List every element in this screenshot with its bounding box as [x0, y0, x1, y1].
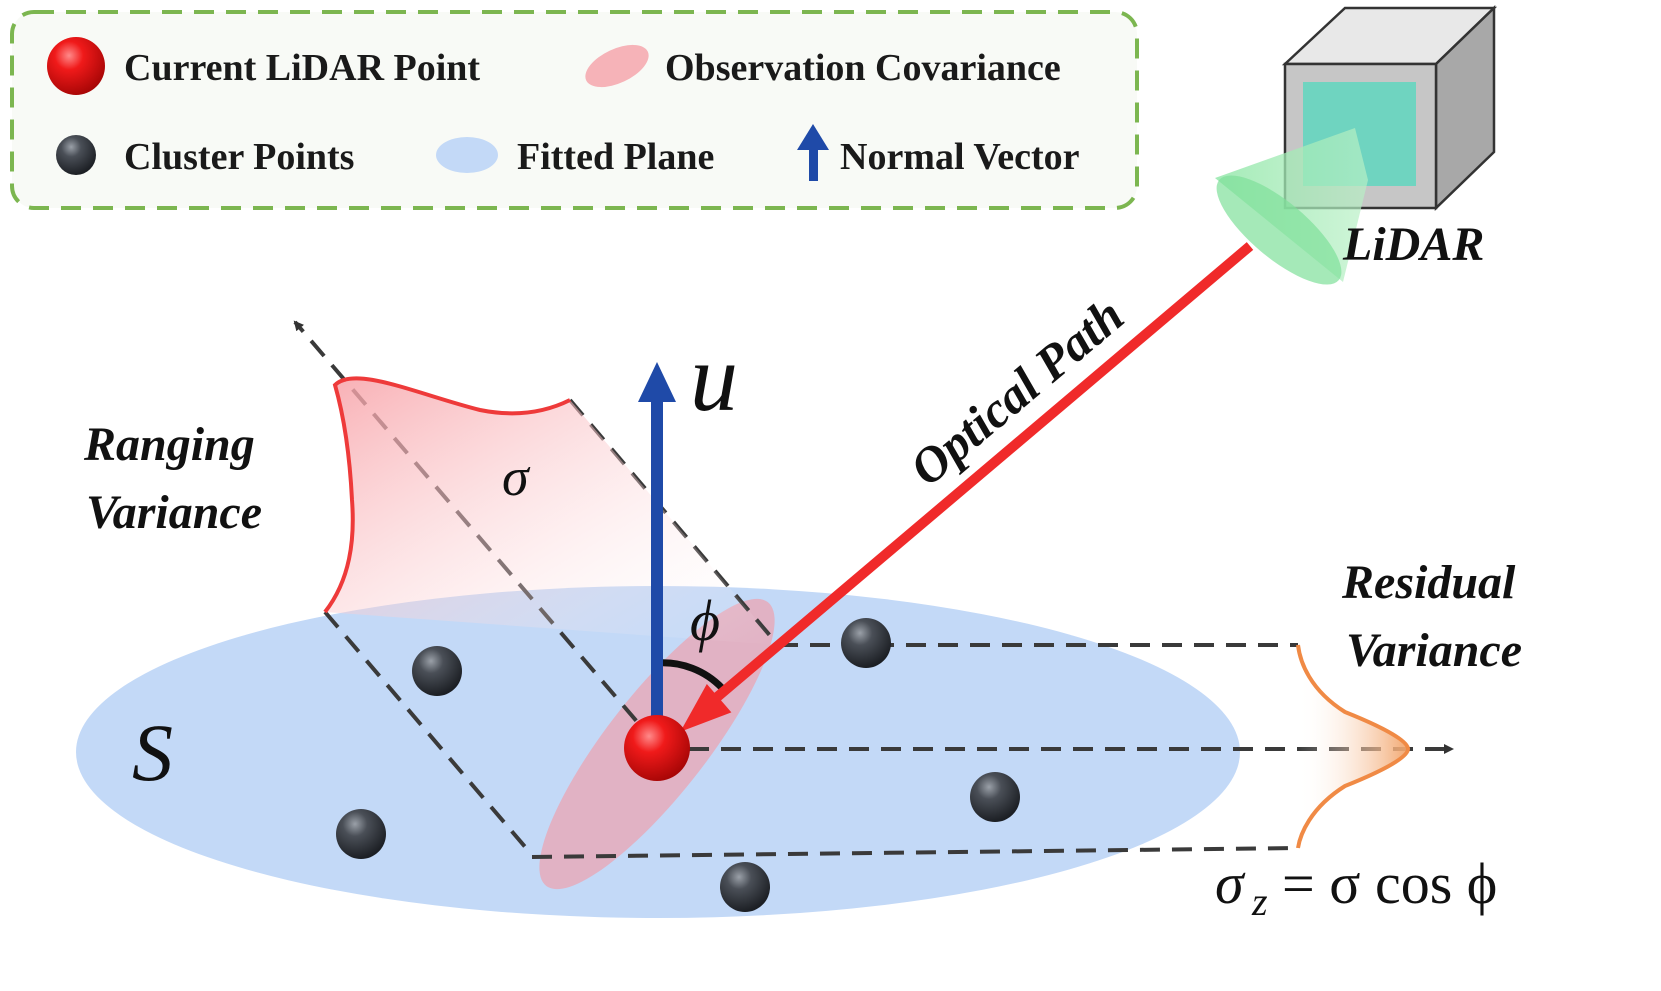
- legend: Current LiDAR Point Observation Covarian…: [10, 10, 1139, 210]
- legend-label-cluster-points: Cluster Points: [124, 136, 354, 178]
- ranging-curve-fill: [325, 378, 778, 645]
- cluster-point: [336, 809, 386, 859]
- lidar-label: LiDAR: [1342, 218, 1484, 271]
- optical-path-label: Optical Path: [899, 287, 1134, 497]
- normal-symbol-u: u: [690, 324, 738, 431]
- residual-formula: σ z = σ cos ϕ: [1215, 851, 1497, 924]
- legend-label-fitted-plane: Fitted Plane: [517, 136, 714, 178]
- blue-arrow-icon: [797, 124, 829, 181]
- cluster-point: [970, 772, 1020, 822]
- formula-subscript: z: [1251, 879, 1268, 924]
- cluster-point: [841, 618, 891, 668]
- cluster-point: [720, 862, 770, 912]
- ranging-variance-label-line1: Ranging: [83, 418, 255, 471]
- formula-rest: = σ cos ϕ: [1282, 851, 1497, 916]
- normal-vector-arrow: [638, 362, 676, 748]
- pink-ellipse-icon: [585, 44, 649, 88]
- legend-label-observation-covariance: Observation Covariance: [665, 47, 1061, 89]
- ranging-left-edge: [323, 610, 534, 857]
- dark-sphere-icon: [56, 135, 96, 175]
- red-sphere-icon: [47, 37, 105, 95]
- ranging-variance-curve: [323, 376, 778, 645]
- ranging-curve-line: [323, 376, 571, 614]
- plane-symbol-s: S: [132, 707, 173, 798]
- residual-variance-label-line2: Variance: [1346, 624, 1522, 677]
- cluster-point: [412, 646, 462, 696]
- phi-angle-arc: [656, 659, 725, 691]
- legend-label-normal-vector: Normal Vector: [840, 136, 1080, 178]
- legend-border: [10, 10, 1139, 210]
- formula-sigma: σ: [1215, 851, 1246, 916]
- blue-ellipse-icon: [436, 137, 498, 173]
- current-lidar-point: [624, 715, 690, 781]
- phi-label: ϕ: [690, 588, 720, 653]
- optical-path-arrow: [680, 242, 1254, 732]
- residual-variance-curve: [1296, 644, 1411, 849]
- ranging-variance-label-line2: Variance: [86, 486, 262, 539]
- legend-label-current-point: Current LiDAR Point: [124, 47, 480, 89]
- lidar-cone-rim: [1216, 175, 1342, 285]
- cluster-points: [336, 618, 1020, 912]
- residual-curve-fill: [1298, 645, 1408, 848]
- residual-curve-line: [1296, 644, 1411, 849]
- sigma-label: σ: [502, 447, 531, 507]
- lidar-device: LiDAR: [1215, 5, 1498, 285]
- residual-variance-label-line1: Residual: [1341, 556, 1516, 609]
